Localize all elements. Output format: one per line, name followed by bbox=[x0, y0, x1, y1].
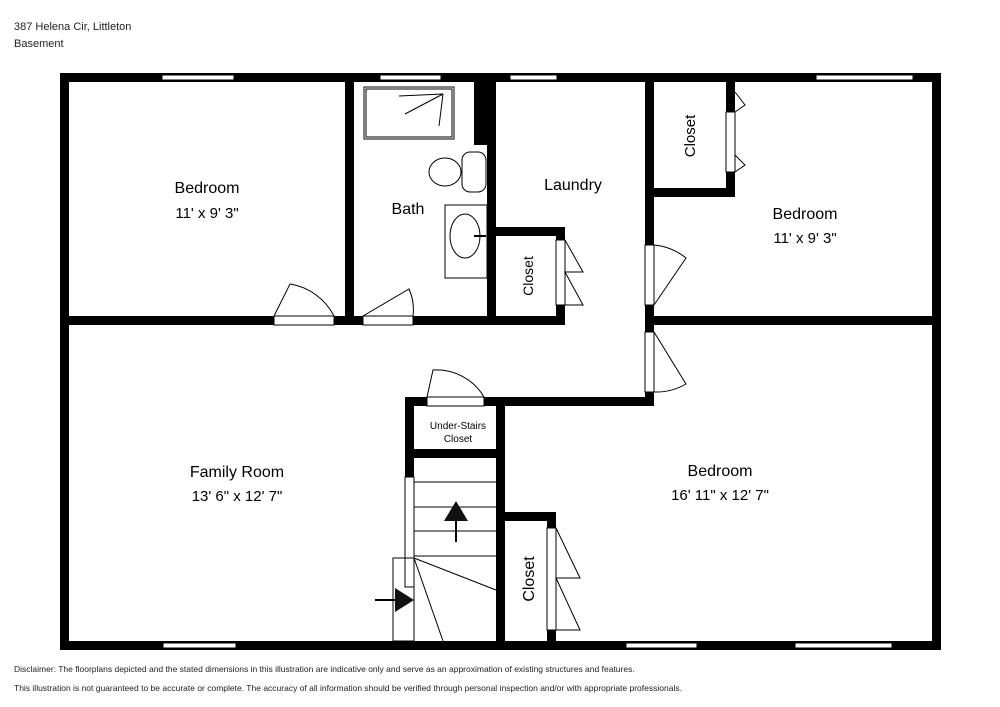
bedroom-nw-label: Bedroom bbox=[175, 180, 240, 197]
under-stairs-label-2: Closet bbox=[444, 434, 473, 445]
under-stairs-door[interactable] bbox=[426, 396, 485, 407]
bedroom-nw-dims: 11' x 9' 3" bbox=[175, 205, 238, 222]
laundry-closet-door[interactable] bbox=[555, 239, 566, 306]
room-labels: Bedroom 11' x 9' 3" Bath Laundry Closet … bbox=[175, 114, 838, 602]
family-room-dims: 13' 6" x 12' 7" bbox=[192, 488, 283, 505]
doors bbox=[273, 91, 746, 631]
sink-icon bbox=[444, 204, 488, 279]
level-label: Basement bbox=[14, 38, 64, 50]
bath-fixtures bbox=[363, 86, 488, 279]
bedroom-nw-door[interactable] bbox=[273, 315, 335, 326]
toilet-icon bbox=[428, 157, 462, 187]
disclaimer-line-2: This illustration is not guaranteed to b… bbox=[14, 683, 682, 693]
bedroom-ne-dims: 11' x 9' 3" bbox=[773, 230, 836, 247]
bath-label: Bath bbox=[392, 201, 425, 218]
bedroom-se-label: Bedroom bbox=[688, 463, 753, 480]
address: 387 Helena Cir, Littleton bbox=[14, 21, 132, 33]
bedroom-ne-door[interactable] bbox=[644, 244, 655, 306]
entry-arrow-icon bbox=[395, 588, 414, 612]
disclaimer-line-1: Disclaimer: The floorplans depicted and … bbox=[14, 664, 635, 674]
se-closet-label: Closet bbox=[521, 556, 538, 602]
bedroom-se-door[interactable] bbox=[644, 331, 655, 393]
ne-closet-door[interactable] bbox=[725, 111, 736, 173]
bath-door[interactable] bbox=[362, 315, 414, 326]
family-room-label: Family Room bbox=[190, 464, 284, 481]
se-closet-door[interactable] bbox=[546, 527, 557, 631]
bedroom-ne-label: Bedroom bbox=[773, 206, 838, 223]
laundry-closet-label: Closet bbox=[520, 256, 536, 296]
shower-icon bbox=[363, 86, 455, 140]
under-stairs-label-1: Under-Stairs bbox=[430, 421, 486, 432]
bedroom-se-dims: 16' 11" x 12' 7" bbox=[671, 487, 769, 504]
stairs-up-arrow-icon bbox=[444, 501, 468, 521]
stairs bbox=[375, 476, 497, 642]
walls bbox=[60, 73, 941, 650]
windows bbox=[161, 74, 914, 649]
ne-closet-label: Closet bbox=[682, 114, 699, 157]
laundry-label: Laundry bbox=[544, 177, 602, 194]
